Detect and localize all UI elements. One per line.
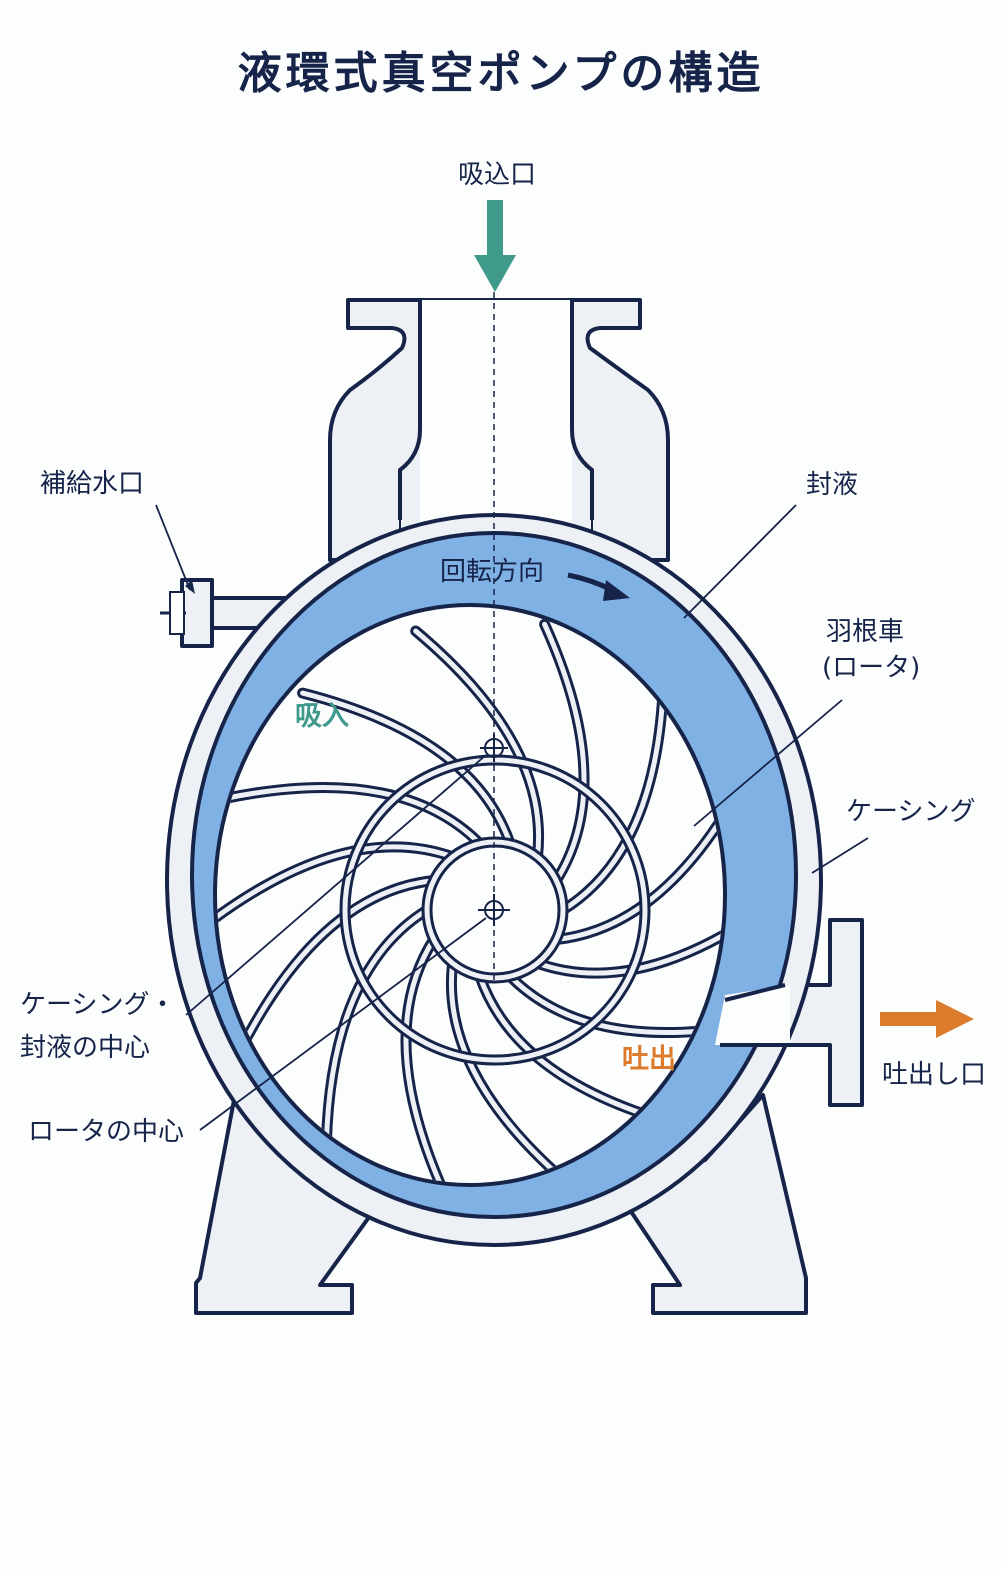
impeller-blade-inner [238, 878, 437, 1052]
casing-label: ケーシング [846, 797, 975, 827]
leader-lines [155, 504, 869, 1131]
seal-liquid-label: 封液 [806, 470, 858, 500]
impeller-blade-inner [449, 960, 577, 1183]
casing-center-label: ケーシング・ [20, 990, 175, 1020]
rotor-hub-inner [424, 839, 566, 981]
outlet-arrow-icon [880, 1000, 974, 1038]
inlet-label: 吸込口 [458, 160, 536, 190]
impeller-blade-inner [542, 621, 587, 883]
impeller-blade-inner [560, 671, 667, 913]
casing-center-marker [480, 734, 508, 762]
impeller-blade-inner [534, 892, 723, 976]
impeller-blade-inner [413, 628, 541, 860]
outlet-label: 吐出し口 [882, 1060, 986, 1090]
impeller-blade-inner [300, 690, 513, 847]
impeller-blade-inner [553, 768, 723, 942]
rotor-center-marker [478, 894, 510, 926]
page-title: 液環式真空ポンプの構造 [238, 48, 765, 99]
impeller-blade-inner [403, 937, 448, 1183]
impeller-label-sub: (ロータ) [822, 653, 920, 683]
inlet-flange [328, 298, 670, 562]
rotor-center-label: ロータの中心 [28, 1117, 184, 1147]
discharge-label: 吐出 [622, 1044, 676, 1075]
impeller-blade-inner [217, 844, 456, 928]
impeller-blade-inner [225, 784, 483, 847]
inlet-arrow-icon [474, 200, 516, 292]
discharge-port [715, 985, 790, 1045]
impeller-label: 羽根車 [826, 617, 904, 647]
impeller-blade-inner [323, 907, 430, 1149]
casing-center-label-sub: 封液の中心 [20, 1033, 150, 1063]
rotation-arrow-icon [567, 572, 630, 601]
rotation-label: 回転方向 [440, 557, 544, 587]
makeup-water-label: 補給水口 [40, 469, 144, 499]
suction-label: 吸入 [295, 701, 349, 732]
liquid-end-cap [724, 983, 786, 1002]
